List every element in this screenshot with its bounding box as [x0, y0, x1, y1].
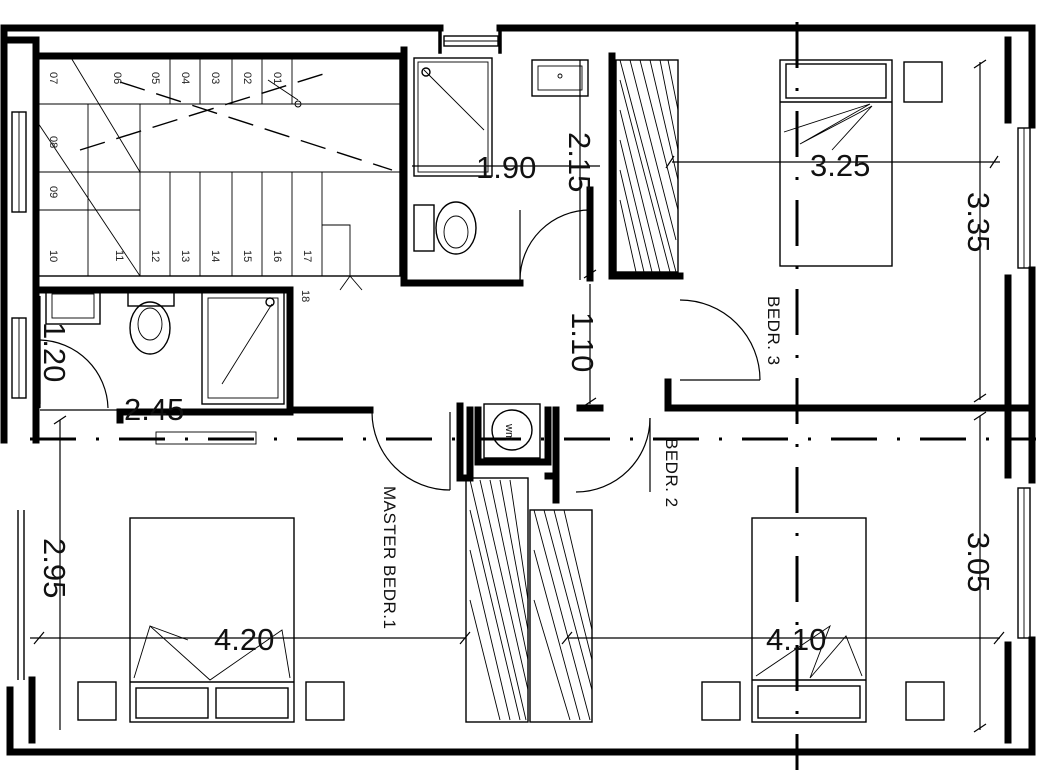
step-17: 17	[301, 250, 313, 262]
step-03: 03	[209, 72, 221, 84]
dim-bed3-width: 3.25	[810, 148, 870, 183]
staircase	[35, 55, 401, 291]
step-09: 09	[47, 186, 59, 198]
step-18: 18	[299, 290, 311, 302]
dim-bed2-width: 4.10	[766, 622, 826, 657]
dim-bed3-depth: 3.35	[961, 192, 996, 252]
dim-bath-width: 1.90	[476, 150, 536, 185]
step-01: 01	[271, 72, 283, 84]
windows	[11, 35, 1031, 680]
washing-machine-label: wm	[503, 423, 515, 441]
wardrobes	[465, 59, 679, 723]
step-10: 10	[47, 250, 59, 262]
step-05: 05	[149, 72, 161, 84]
step-13: 13	[179, 250, 191, 262]
step-07: 07	[47, 72, 59, 84]
bedroom-2-furniture	[701, 517, 945, 723]
dimension-lines	[30, 59, 1005, 733]
bathroom-fixtures	[413, 57, 589, 255]
step-12: 12	[149, 250, 161, 262]
bedroom-3-furniture	[779, 59, 943, 267]
step-04: 04	[179, 72, 191, 84]
step-14: 14	[209, 250, 221, 262]
dim-master-width: 4.20	[214, 622, 274, 657]
dim-ensuite-width: 2.45	[124, 392, 184, 427]
dim-ensuite-depth: 1.20	[37, 322, 72, 382]
step-06: 06	[111, 72, 123, 84]
room-label-master-bedroom: MASTER BEDR.1	[380, 486, 399, 629]
ensuite-fixtures	[45, 287, 285, 445]
dim-landing: 1.10	[565, 312, 600, 372]
dim-bed2-depth: 3.05	[961, 532, 996, 592]
step-16: 16	[271, 250, 283, 262]
stair-step-numbers: 07 06 05 04 03 02 01 08 09 10 11 12 13 1…	[47, 72, 313, 302]
step-08: 08	[47, 136, 59, 148]
room-label-bedroom-3: BEDR. 3	[764, 296, 783, 366]
washing-machine	[483, 403, 541, 459]
room-label-bedroom-2: BEDR. 2	[662, 438, 681, 508]
master-bedroom-furniture	[77, 517, 345, 723]
outer-walls	[0, 24, 1036, 756]
internal-walls	[32, 46, 1032, 504]
step-15: 15	[241, 250, 253, 262]
dim-bath-depth: 2.15	[562, 132, 597, 192]
dim-master-depth: 2.95	[37, 538, 72, 598]
doors	[39, 209, 761, 493]
step-11: 11	[113, 250, 125, 261]
step-02: 02	[241, 72, 253, 84]
